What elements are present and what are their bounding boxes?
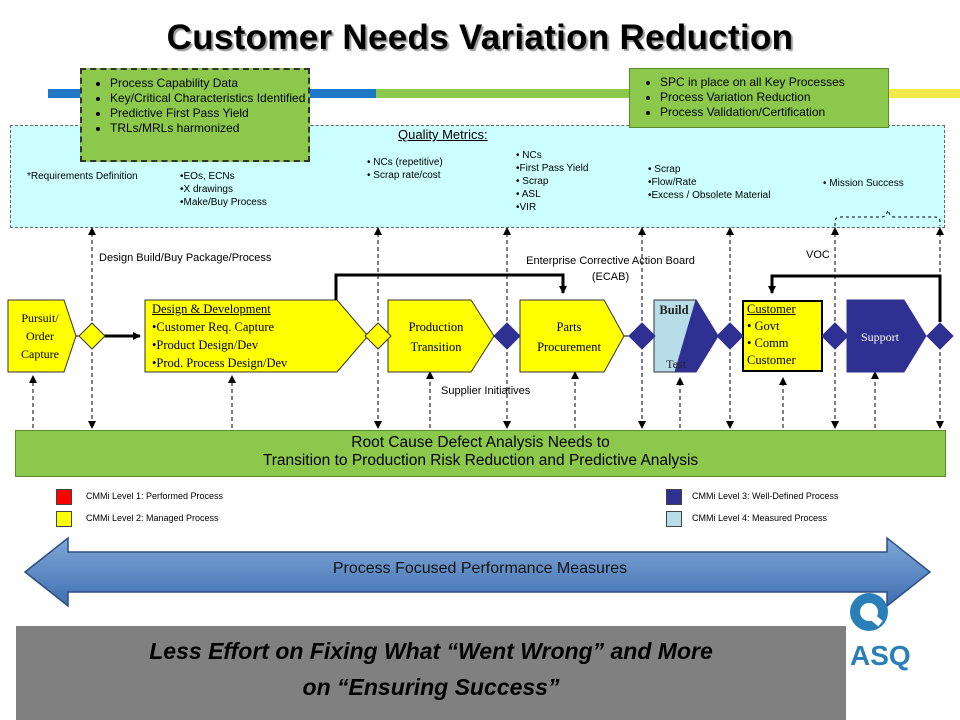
- metric-line: •VIR: [516, 202, 537, 213]
- cmmi-level4-label: CMMi Level 4: Measured Process: [692, 513, 828, 523]
- feedback-arrows-up: [29, 371, 879, 428]
- capability-item: Key/Critical Characteristics Identified: [110, 91, 308, 106]
- metric-line: •X drawings: [180, 184, 233, 195]
- metric-line: • NCs: [516, 150, 542, 161]
- cmmi-level2-swatch: [56, 511, 72, 527]
- customer-item: • Comm: [747, 336, 789, 350]
- design-to-parts-arrow: [334, 273, 567, 300]
- support-shape: [846, 299, 927, 373]
- accent-band-blue-2: [306, 89, 376, 98]
- performance-measures-arrow: [23, 536, 932, 608]
- supplier-initiatives-label: Supplier Initiatives: [441, 385, 531, 397]
- summary-banner: [16, 626, 846, 720]
- accent-band-green: [376, 89, 629, 98]
- voc-bracket: [834, 208, 941, 226]
- design-item: •Prod. Process Design/Dev: [152, 356, 288, 370]
- ecab-line: (ECAB): [591, 271, 630, 283]
- customer-footer: Customer: [747, 353, 796, 367]
- design-package-label: Design Build/Buy Package/Process: [99, 252, 272, 264]
- capability-item: Process Capability Data: [110, 76, 308, 91]
- design-development-label: Design & Development •Customer Req. Capt…: [152, 300, 352, 372]
- design-development-shape: [144, 299, 369, 373]
- support-to-customer-arrow: [768, 274, 942, 322]
- gate-diamond-build: [716, 322, 744, 350]
- cmmi-level3-swatch: [666, 489, 682, 505]
- parts-procurement-label: Parts Procurement: [527, 317, 611, 357]
- spc-item: SPC in place on all Key Processes: [660, 75, 888, 90]
- parts-procurement-shape: [519, 299, 625, 373]
- customer-label: Customer • Govt • Comm Customer: [747, 301, 821, 369]
- design-item: •Product Design/Dev: [152, 338, 259, 352]
- spc-item: Process Variation Reduction: [660, 90, 888, 105]
- parts-line: Procurement: [537, 340, 601, 354]
- asq-logo-text: ASQ: [850, 640, 911, 671]
- pursuit-line: Order: [26, 329, 54, 343]
- page-title: Customer Needs Variation Reduction: [166, 18, 794, 57]
- production-transition-shape: [387, 299, 495, 373]
- cmmi-level1-swatch: [56, 489, 72, 505]
- capability-item: Predictive First Pass Yield: [110, 106, 308, 121]
- metric-line: •EOs, ECNs: [180, 171, 235, 182]
- customer-item: • Govt: [747, 319, 780, 333]
- ecab-label: Enterprise Corrective Action Board (ECAB…: [508, 253, 713, 285]
- gate-diamond-customer: [821, 322, 849, 350]
- design-title: Design & Development: [152, 302, 271, 316]
- customer-title: Customer: [747, 302, 796, 316]
- banner-line-2: on “Ensuring Success”: [302, 674, 560, 700]
- metric-line: •Make/Buy Process: [180, 197, 267, 208]
- customer-box-shape: [742, 300, 823, 372]
- asq-logo-tail: [867, 612, 883, 627]
- capability-item: TRLs/MRLs harmonized: [110, 121, 308, 136]
- metric-line: • Scrap rate/cost: [367, 170, 441, 181]
- cmmi-level1-label: CMMi Level 1: Performed Process: [86, 491, 224, 501]
- metric-customer: • Mission Success: [823, 178, 904, 189]
- pursuit-line: Pursuit/: [21, 311, 59, 325]
- metric-line: • ASL: [516, 189, 541, 200]
- production-line: Production: [408, 320, 464, 334]
- metric-requirements: *Requirements Definition: [27, 171, 138, 182]
- root-cause-line: Transition to Production Risk Reduction …: [262, 452, 699, 469]
- metric-build: • Scrap •Flow/Rate •Excess / Obsolete Ma…: [648, 163, 770, 202]
- metric-line: • Scrap: [516, 176, 549, 187]
- performance-measures-label: Process Focused Performance Measures: [332, 560, 628, 577]
- pursuit-line: Capture: [21, 347, 59, 361]
- process-capability-box: Process Capability Data Key/Critical Cha…: [80, 68, 310, 162]
- metric-line: • Scrap: [648, 164, 681, 175]
- production-line: Transition: [410, 340, 462, 354]
- support-label: Support: [860, 330, 899, 344]
- metric-design: •EOs, ECNs •X drawings •Make/Buy Process: [180, 170, 267, 209]
- gate-diamond-support: [926, 322, 954, 350]
- spc-box: SPC in place on all Key Processes Proces…: [629, 68, 889, 128]
- production-transition-label: Production Transition: [391, 317, 481, 357]
- cmmi-level3-label: CMMi Level 3: Well-Defined Process: [692, 491, 839, 501]
- design-item: •Customer Req. Capture: [152, 320, 275, 334]
- metric-parts: • NCs •First Pass Yield • Scrap • ASL •V…: [516, 149, 588, 214]
- metric-line: •First Pass Yield: [516, 163, 589, 174]
- metric-line: •Excess / Obsolete Material: [648, 190, 771, 201]
- build-label: Build: [659, 303, 689, 317]
- accent-band-blue: [48, 89, 80, 98]
- banner-line-1: Less Effort on Fixing What “Went Wrong” …: [149, 638, 713, 664]
- gate-diamond-design: [364, 322, 392, 350]
- pursuit-order-capture-shape: [7, 299, 77, 373]
- gate-diamond-pursuit: [78, 322, 106, 350]
- spc-item: Process Validation/Certification: [660, 105, 888, 120]
- metric-production: • NCs (repetitive) • Scrap rate/cost: [367, 156, 443, 182]
- ecab-line: Enterprise Corrective Action Board: [526, 255, 695, 267]
- root-cause-bar: Root Cause Defect Analysis Needs to Tran…: [15, 430, 946, 477]
- pursuit-label: Pursuit/ Order Capture: [8, 309, 72, 363]
- root-cause-line: Root Cause Defect Analysis Needs to: [351, 434, 610, 451]
- cmmi-level2-label: CMMi Level 2: Managed Process: [86, 513, 219, 523]
- quality-metrics-title: Quality Metrics:: [398, 127, 488, 142]
- gate-diamond-parts: [628, 322, 656, 350]
- gate-diamond-production: [493, 322, 521, 350]
- metric-line: • NCs (repetitive): [367, 157, 443, 168]
- test-label: Test: [666, 357, 686, 371]
- voc-label: VOC: [806, 249, 830, 261]
- parts-line: Parts: [556, 320, 582, 334]
- metric-line: •Flow/Rate: [648, 177, 697, 188]
- accent-band-yellow: [887, 89, 960, 98]
- cmmi-level4-swatch: [666, 511, 682, 527]
